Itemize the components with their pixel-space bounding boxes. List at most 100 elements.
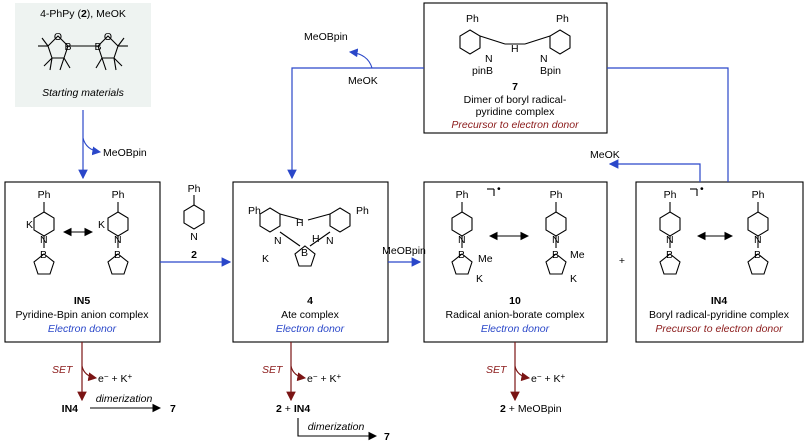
dimer-ph-1: Ph [466,13,479,25]
ate-h-1: H [296,217,304,229]
r10-n-1: N [458,234,466,246]
label-meobpin-top: MeOBpin [304,31,348,43]
in5-b-1: B [40,249,47,261]
in5-ph-1: Ph [38,189,51,201]
dimer-bpin: Bpin [540,65,561,77]
in4-ph-1: Ph [664,189,677,201]
dimer-n-2: N [540,53,548,65]
label-meobpin-4-to-10: MeOBpin [382,245,426,257]
connector-7-to-in4 [607,67,729,182]
in5-ph-2: Ph [112,189,125,201]
py2-id: 2 [191,249,197,261]
box-in5: Ph Ph K K N N B B IN5 Pyridine-Bpin anio… [4,181,161,343]
box10-role: Electron donor [481,323,550,335]
ate-complex-structure [259,207,351,267]
ate-h-2: H [312,233,320,245]
r10-ph-1: Ph [456,189,469,201]
in4-b-1: B [666,249,673,261]
radical-anion-structure [451,188,567,275]
in5-n-1: N [40,234,48,246]
atom-o-2: O [104,31,112,43]
r10-radical-dot: • [497,183,501,195]
ate-b: B [301,247,308,259]
in5-name: Pyridine-Bpin anion complex [15,309,149,321]
in4-structure [659,188,769,275]
box7-id: 7 [512,81,518,93]
in5-role: Electron donor [48,323,117,335]
b2pin2-structure [38,35,128,71]
ate-ph-1: Ph [248,205,261,217]
arrow-meobpin-release [82,137,102,156]
r10-me-1: Me [478,253,493,265]
box7-name-2: pyridine complex [476,106,556,118]
atom-b-1: B [64,41,71,53]
arrow-meobpin-top [348,48,373,69]
r10-ph-2: Ph [550,189,563,201]
set-products-1: e− + K+ [98,372,133,385]
pyridine-2: Ph N 2 [183,183,205,261]
dimerization-1: dimerization [96,393,153,405]
in4-ph-2: Ph [752,189,765,201]
set-label-2: SET [262,364,284,376]
box-4: Ph Ph H H N N B K 4 Ate complex Electron… [232,181,389,343]
r10-me-2: Me [570,249,585,261]
label-meok-top: MeOK [348,75,378,87]
in4-role: Precursor to electron donor [655,323,783,335]
dimer-n-1: N [485,53,493,65]
set-product-7-1: 7 [170,403,176,415]
atom-b-2: B [94,41,101,53]
py2-ph: Ph [188,183,201,195]
plus-10-in4: + [619,255,625,267]
set-products-3: e− + K+ [531,372,566,385]
box-in4: Ph Ph • N N B B IN4 Boryl radical-pyridi… [635,181,804,343]
byproduct-meobpin-1: MeOBpin [103,147,147,159]
in5-structure [33,202,129,275]
box-10: Ph Ph • N N B B Me Me K K 10 Radical ani… [423,181,608,343]
dimer-structure [459,29,571,55]
box4-id: 4 [307,295,313,307]
dimerization-2: dimerization [308,421,365,433]
reagents-label: 4-PhPy (2), MeOK [40,8,126,20]
in4-b-2: B [754,249,761,261]
set-step-1: SET e− + K+ IN4 dimerization 7 [52,342,176,415]
set-product-7-2: 7 [384,431,390,443]
box7-role: Precursor to electron donor [451,119,579,131]
in4-id: IN4 [711,295,728,307]
in5-k-1: K [26,219,33,231]
set-products-2b: 2 + IN4 [276,403,310,415]
box10-id: 10 [509,295,521,307]
box4-role: Electron donor [276,323,345,335]
arrow-in4-to-10 [608,159,701,182]
r10-k-2: K [570,273,577,285]
set-products-2: e− + K+ [307,372,342,385]
label-meok-in4: MeOK [590,149,620,161]
in5-n-2: N [114,234,122,246]
set-label-1: SET [52,364,74,376]
ate-n-2: N [326,235,334,247]
ate-k: K [262,253,269,265]
py2-n: N [190,231,198,243]
set-products-3b: 2 + MeOBpin [500,403,562,415]
in4-n-1: N [666,234,674,246]
ate-ph-2: Ph [356,205,369,217]
box-7: Ph Ph H N N pinB Bpin 7 Dimer of boryl r… [423,2,608,134]
starting-materials-caption: Starting materials [42,87,124,99]
set-label-3: SET [486,364,508,376]
r10-b-2: B [552,249,559,261]
starting-materials-box: 4-PhPy (2), MeOK B B O O Starting materi… [15,3,151,107]
r10-b-1: B [458,249,465,261]
box7-name-1: Dimer of boryl radical- [464,94,567,106]
dimer-pinb: pinB [472,65,493,77]
atom-o-1: O [54,31,62,43]
set-step-3: SET e− + K+ 2 + MeOBpin [486,342,566,415]
in4-name: Boryl radical-pyridine complex [649,309,790,321]
set-step-2: SET e− + K+ 2 + IN4 dimerization 7 [262,342,390,443]
ate-n-1: N [274,235,282,247]
box4-name: Ate complex [281,309,340,321]
set-product-in4-1: IN4 [62,403,79,415]
dimer-h-1: H [511,43,519,55]
in4-n-2: N [754,234,762,246]
r10-n-2: N [552,234,560,246]
arrow-7-to-4 [287,67,424,180]
